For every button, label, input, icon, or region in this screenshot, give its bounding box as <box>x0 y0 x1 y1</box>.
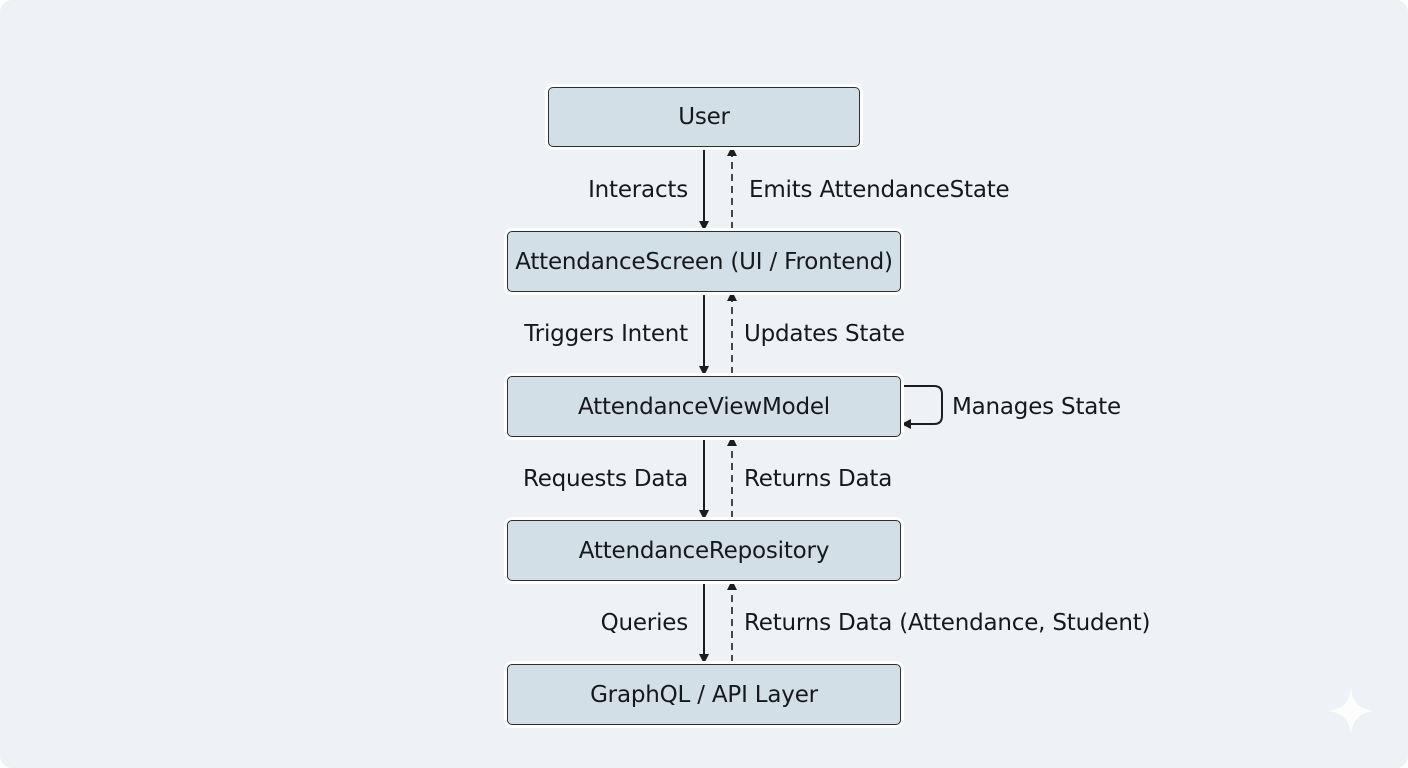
label-returns-data-detail: Returns Data (Attendance, Student) <box>744 610 1151 636</box>
node-attendance-repository: AttendanceRepository <box>507 520 901 581</box>
label-interacts: Interacts <box>588 177 688 203</box>
node-attendance-screen-label: AttendanceScreen (UI / Frontend) <box>515 248 893 275</box>
label-returns-data: Returns Data <box>744 466 893 492</box>
node-graphql-api-layer-label: GraphQL / API Layer <box>590 681 818 708</box>
node-graphql-api-layer: GraphQL / API Layer <box>507 664 901 725</box>
label-requests-data: Requests Data <box>522 466 688 492</box>
node-user-label: User <box>678 104 730 130</box>
node-attendance-screen: AttendanceScreen (UI / Frontend) <box>507 231 901 292</box>
arrow-manages-state <box>901 385 943 429</box>
label-updates-state: Updates State <box>744 321 905 347</box>
node-attendance-viewmodel: AttendanceViewModel <box>507 376 901 437</box>
node-user: User <box>548 87 860 147</box>
label-emits-state: Emits AttendanceState <box>749 177 1010 203</box>
node-attendance-repository-label: AttendanceRepository <box>578 537 830 564</box>
label-triggers-intent: Triggers Intent <box>524 321 688 347</box>
sparkle-icon <box>1328 688 1374 734</box>
node-attendance-viewmodel-label: AttendanceViewModel <box>578 393 830 420</box>
label-queries: Queries <box>600 610 689 636</box>
label-manages-state: Manages State <box>952 394 1121 420</box>
